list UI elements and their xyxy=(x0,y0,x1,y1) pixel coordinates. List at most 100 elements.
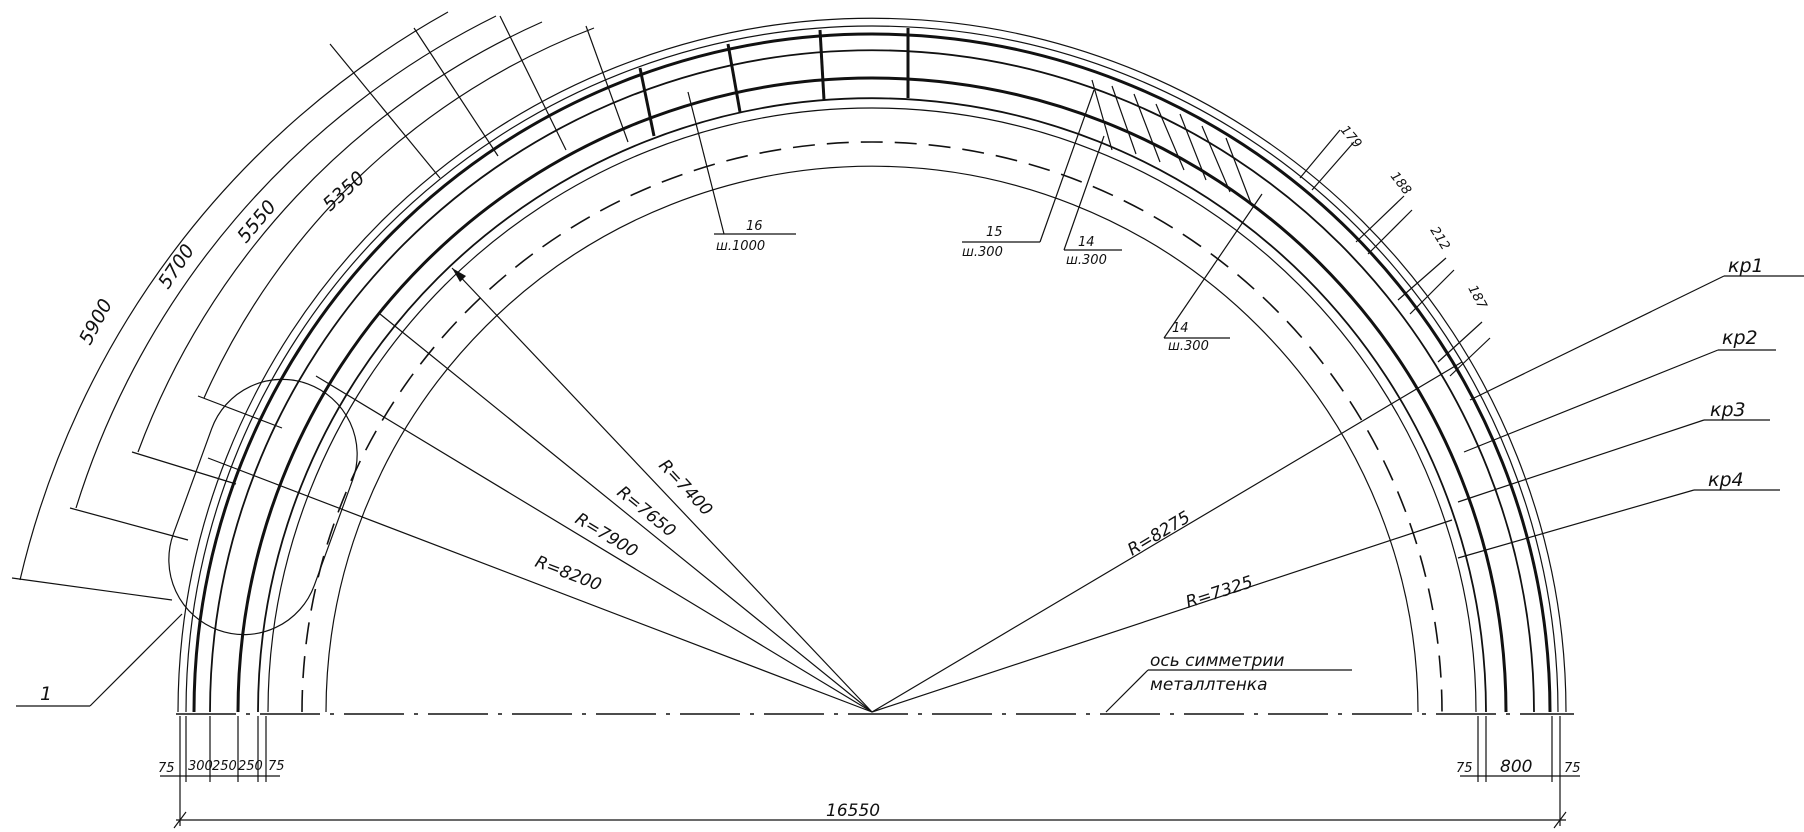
bottom-dimensions: 75 300 250 250 75 75 800 75 16550 xyxy=(158,716,1581,829)
callout-15-leader xyxy=(1039,89,1095,243)
ring-label-1-leader xyxy=(1469,275,1725,401)
ring-arc-5 xyxy=(257,97,1487,713)
small-dim-ext-1 xyxy=(1299,129,1341,179)
small-dim-188: 188 xyxy=(1387,169,1414,198)
arc-dim-line-5700 xyxy=(75,15,497,509)
axis-note-leader xyxy=(1105,669,1149,713)
radius-line-7325 xyxy=(871,519,1453,713)
ring-label-3-leader xyxy=(1457,419,1705,503)
ext-line-7 xyxy=(499,15,567,151)
ring-labels: кр1 кр2 кр3 кр4 xyxy=(1457,255,1804,559)
callout-16-sub: ш.1000 xyxy=(716,239,765,254)
ring-label-2: кр2 xyxy=(1722,327,1758,349)
ext-line-4 xyxy=(197,395,283,429)
small-dim-212: 212 xyxy=(1427,224,1453,253)
ring-arc-4 xyxy=(236,76,1508,713)
small-dim-ext-4 xyxy=(1367,209,1413,255)
radius-line-7400 xyxy=(451,267,873,713)
bottom-dim-r-75a: 75 xyxy=(1456,761,1473,776)
ring-arc-6 xyxy=(267,107,1477,713)
ext-line-5 xyxy=(329,43,441,179)
ring-label-3: кр3 xyxy=(1710,399,1746,421)
radius-line-8200 xyxy=(207,457,873,713)
ext-line-6 xyxy=(413,27,499,157)
callout-16-leader xyxy=(687,91,725,235)
arc-dim-line-5900 xyxy=(19,11,449,581)
dashed-arc xyxy=(301,141,1443,713)
callout-16: 16 ш.1000 xyxy=(687,91,796,254)
ring-arc-2 xyxy=(192,32,1552,713)
bottom-dim-l-250b: 250 xyxy=(238,759,263,774)
radius-label-8275: R=8275 xyxy=(1124,507,1194,560)
segment-tick-1 xyxy=(638,67,656,137)
radius-line-7650 xyxy=(379,313,873,713)
axis-note: ось симметрии металлтенка xyxy=(1105,651,1352,713)
mesh-line-5 xyxy=(1179,113,1207,181)
radius-label-7325: R=7325 xyxy=(1183,572,1255,612)
radius-label-7650: R=7650 xyxy=(613,482,679,541)
detail-1-leader xyxy=(89,613,183,707)
detail-1-label: 1 xyxy=(40,683,52,705)
radius-lines xyxy=(207,267,1463,713)
overall-dim-label: 16550 xyxy=(826,801,880,821)
callout-14b-sub: ш.300 xyxy=(1168,339,1209,354)
bottom-dim-r-800: 800 xyxy=(1500,757,1532,777)
radius-labels: R=8200 R=7900 R=7650 R=7400 R=8275 R=732… xyxy=(532,456,1255,613)
small-dim-179: 179 xyxy=(1337,123,1364,152)
overall-tick-r xyxy=(1553,811,1567,829)
top-segments xyxy=(638,28,1253,207)
radius-line-7900 xyxy=(315,375,873,713)
bottom-dim-l-300: 300 xyxy=(188,759,213,774)
ring-arc-3 xyxy=(209,49,1535,713)
segment-tick-3 xyxy=(818,29,826,101)
ring-label-4: кр4 xyxy=(1708,469,1744,491)
ring-arcs xyxy=(177,17,1567,713)
small-dim-ext-5 xyxy=(1397,257,1447,301)
arc-dim-label-5900: 5900 xyxy=(75,295,117,348)
radius-label-7400: R=7400 xyxy=(654,456,716,520)
arrowhead-7400 xyxy=(452,268,466,282)
callout-14a: 14 ш.300 xyxy=(1063,135,1122,268)
bottom-dim-l-75b: 75 xyxy=(268,759,285,774)
small-dimensions: 179 188 212 187 xyxy=(1299,123,1491,377)
callout-14a-sub: ш.300 xyxy=(1066,253,1107,268)
bottom-dim-l-250a: 250 xyxy=(212,759,237,774)
callout-15-sub: ш.300 xyxy=(962,245,1003,260)
ext-line-1 xyxy=(11,577,173,601)
mesh-line-2 xyxy=(1111,85,1137,155)
arc-dim-label-5700: 5700 xyxy=(154,240,199,292)
small-dim-ext-3 xyxy=(1355,195,1405,243)
arc-dim-line-5550 xyxy=(137,21,543,453)
bottom-dim-r-75b: 75 xyxy=(1564,761,1581,776)
detail-1: 1 xyxy=(16,378,358,707)
ring-label-1: кр1 xyxy=(1728,255,1764,277)
outer-ring-arc xyxy=(177,17,1567,713)
small-dim-ext-7 xyxy=(1437,321,1483,363)
radius-label-8200: R=8200 xyxy=(532,552,604,596)
callout-14b: 14 ш.300 xyxy=(1163,193,1263,354)
small-dim-ext-2 xyxy=(1311,141,1355,191)
ext-line-8 xyxy=(585,25,629,143)
arc-dimensions: 5900 5700 5550 5350 xyxy=(11,11,629,601)
callout-14a-leader xyxy=(1063,135,1105,251)
ext-line-2 xyxy=(69,507,189,541)
arc-dim-line-5350 xyxy=(203,27,595,399)
radius-line-8275 xyxy=(871,361,1463,713)
inner-ring-arc xyxy=(325,165,1419,713)
small-dim-ext-6 xyxy=(1409,269,1455,315)
mesh-line-7 xyxy=(1225,137,1253,207)
small-dim-ext-8 xyxy=(1449,337,1491,377)
mesh-line-3 xyxy=(1133,93,1161,163)
mesh-line-6 xyxy=(1201,125,1231,193)
mesh-line-4 xyxy=(1155,103,1185,171)
ring-label-2-leader xyxy=(1463,349,1719,453)
detail-1-outline xyxy=(168,378,358,636)
mesh-line-1 xyxy=(1091,79,1113,151)
callout-15-num: 15 xyxy=(986,225,1003,240)
segment-tick-2 xyxy=(726,43,742,113)
axis-note-line2: металлтенка xyxy=(1150,675,1268,695)
ring-arc-1 xyxy=(185,25,1559,713)
callout-14a-num: 14 xyxy=(1078,235,1095,250)
callout-15: 15 ш.300 xyxy=(962,89,1095,260)
